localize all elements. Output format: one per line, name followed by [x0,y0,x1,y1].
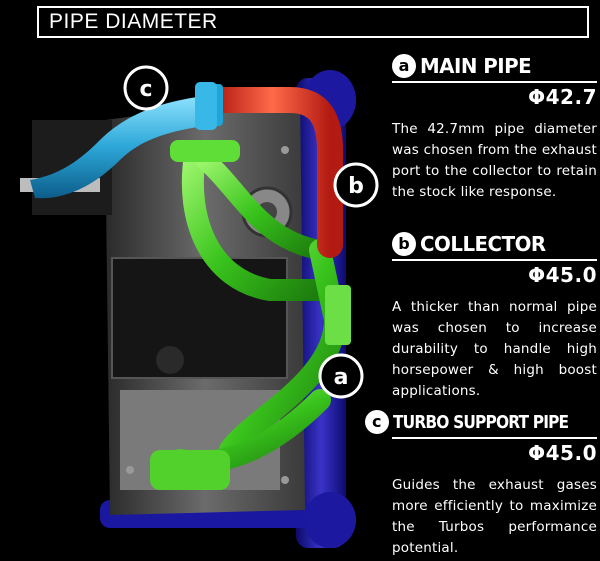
section-header: a MAIN PIPE [392,54,597,78]
callout-b: b [333,162,379,208]
callout-a-label: a [334,365,349,390]
letter-a-badge: a [392,54,416,78]
callout-c-label: c [139,77,152,102]
callout-c: c [123,65,169,111]
letter-c-badge: c [364,410,389,434]
divider [392,259,597,261]
section-header: c TURBO SUPPORT PIPE [364,410,597,434]
section-main-pipe: a MAIN PIPE Φ42.7 The 42.7mm pipe diamet… [392,54,597,203]
engine-illustration: c b a [20,65,379,548]
callout-a: a [318,353,364,399]
section-title: MAIN PIPE [420,54,532,78]
section-header: b COLLECTOR [392,232,597,256]
section-description: Guides the exhaust gases more efficientl… [392,477,597,556]
diameter-value: Φ42.7 [528,85,597,109]
section-collector: b COLLECTOR Φ45.0 A thicker than normal … [392,232,597,402]
divider [392,81,597,83]
diameter-value: Φ45.0 [528,441,597,465]
divider [392,437,597,439]
section-description: The 42.7mm pipe diameter was chosen from… [392,121,597,200]
section-description: A thicker than normal pipe was chosen to… [392,299,597,399]
turbo-support-pipe-cyan [30,82,217,199]
title-box: PIPE DIAMETER [37,6,589,38]
section-title: TURBO SUPPORT PIPE [392,411,569,433]
section-turbo-support-pipe: c TURBO SUPPORT PIPE Φ45.0 Guides the ex… [364,410,597,559]
section-title: COLLECTOR [420,232,546,256]
page-title: PIPE DIAMETER [49,10,218,33]
callout-b-label: b [348,174,364,199]
letter-b-badge: b [392,232,416,256]
diameter-value: Φ45.0 [528,263,597,287]
main-pipe-green [150,140,351,490]
